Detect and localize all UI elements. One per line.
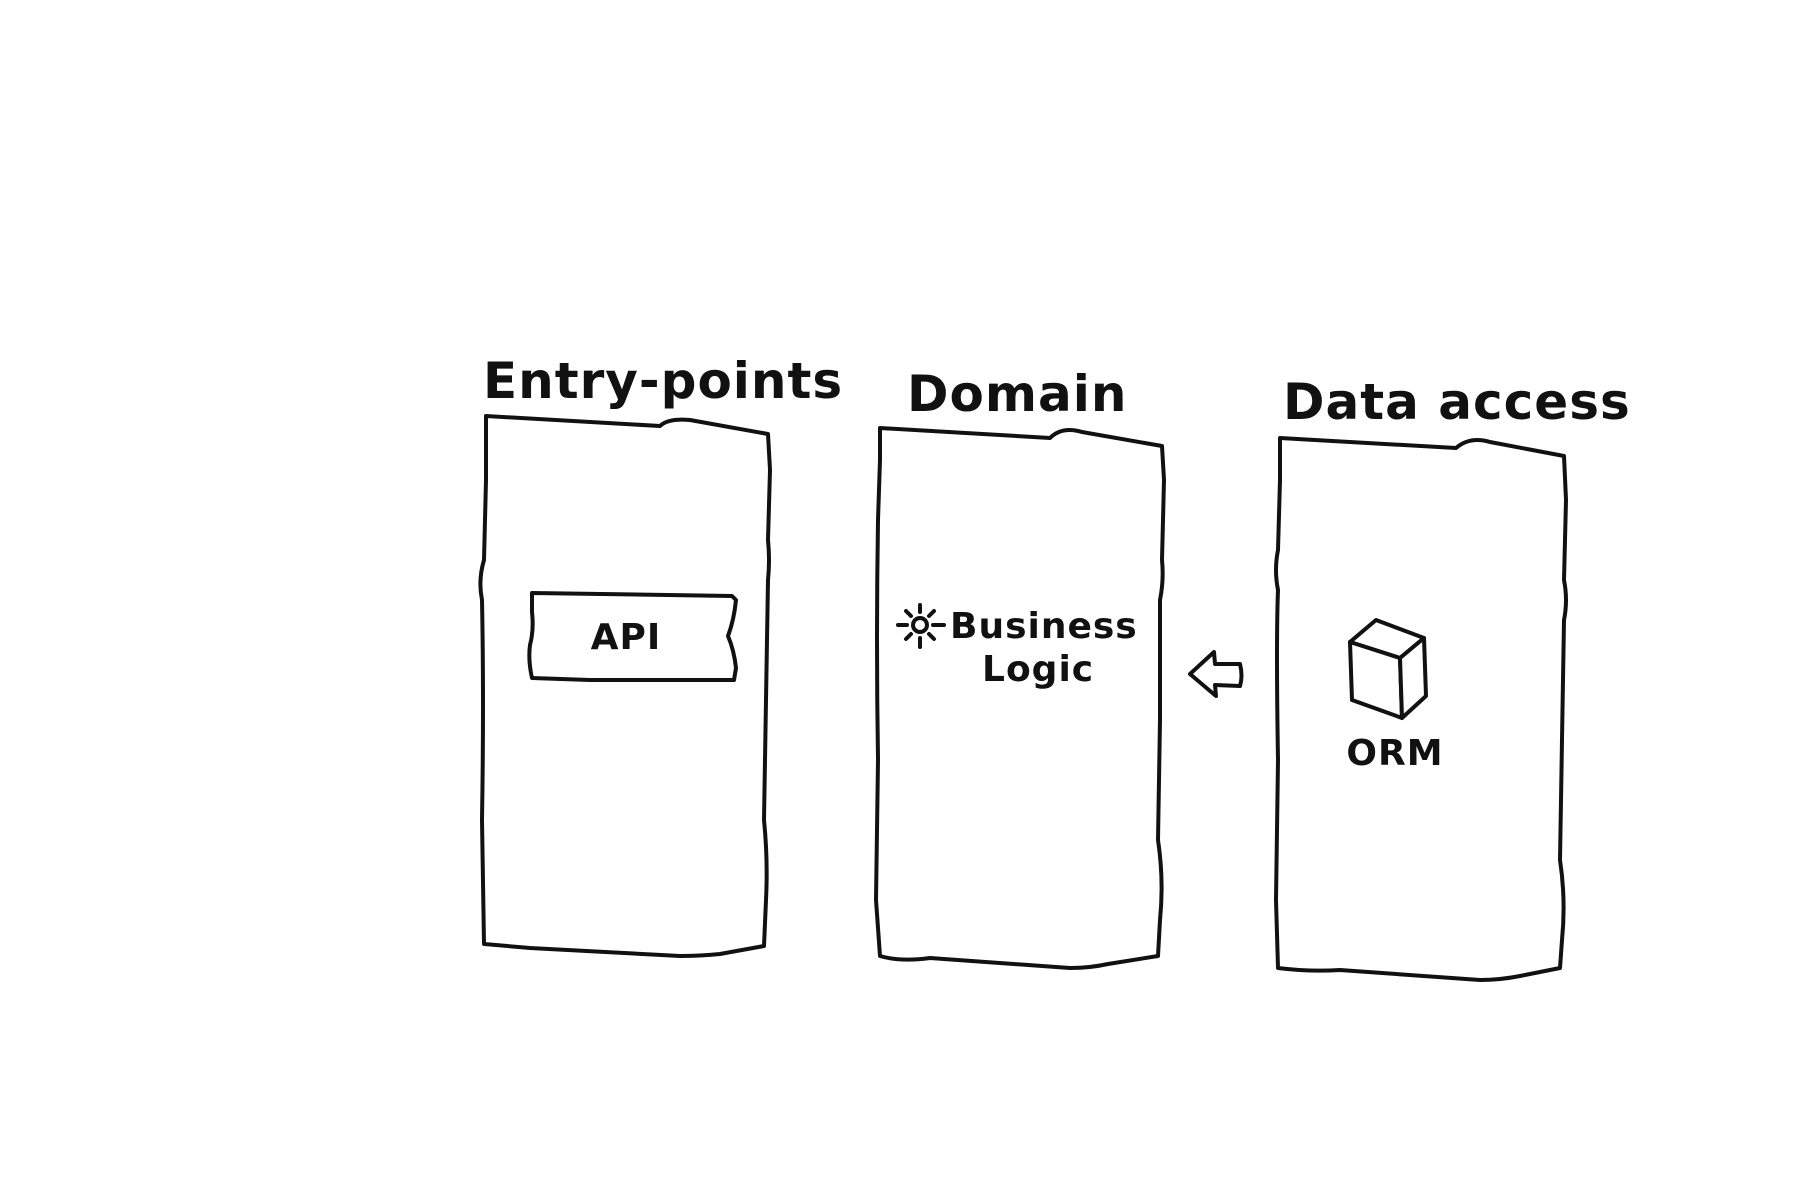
business-logic-label-line2: Logic	[982, 649, 1094, 690]
domain-layer: Domain Business Logic	[874, 365, 1166, 970]
api-box[interactable]	[527, 591, 738, 682]
orm-label: ORM	[1346, 733, 1443, 774]
data-access-frame	[1274, 436, 1568, 982]
entry-points-layer: Entry-points API	[478, 352, 843, 958]
cube-icon	[1348, 618, 1428, 720]
data-access-title: Data access	[1283, 373, 1631, 431]
domain-title: Domain	[907, 365, 1127, 423]
api-label: API	[591, 617, 662, 658]
arrow-left-icon	[1188, 650, 1244, 698]
sun-icon	[896, 603, 946, 649]
domain-frame	[874, 426, 1166, 970]
data-access-layer: Data access ORM	[1274, 373, 1631, 982]
entry-points-frame	[478, 414, 772, 958]
business-logic-label-line1: Business	[950, 606, 1138, 647]
entry-points-title: Entry-points	[483, 352, 843, 410]
